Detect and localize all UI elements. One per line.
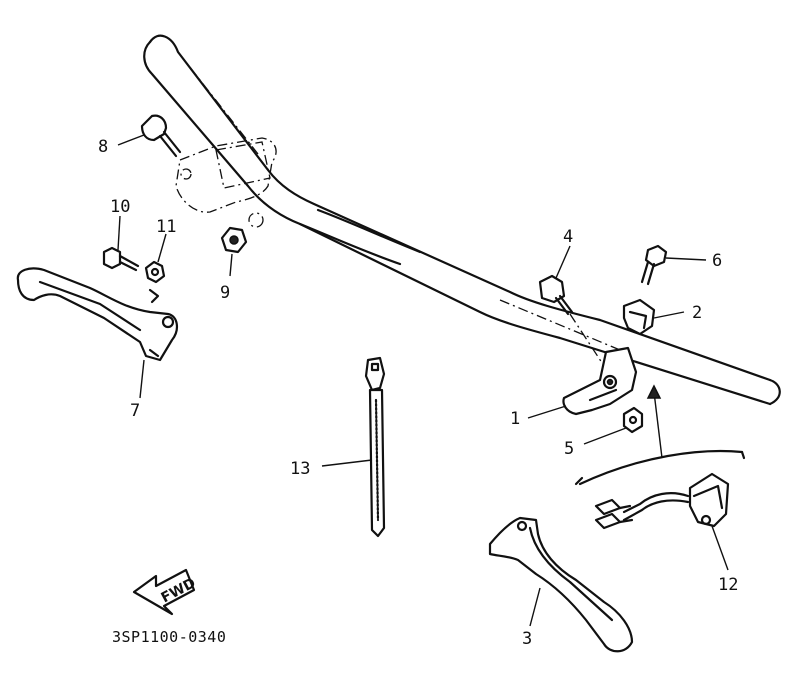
- bolt-4: [538, 274, 574, 316]
- leader-7: [139, 359, 145, 399]
- callout-5: 5: [564, 439, 574, 459]
- callout-2: 2: [692, 303, 702, 323]
- assembly-bracket: [574, 384, 746, 486]
- callout-13: 13: [290, 459, 310, 479]
- lever-holder-1: [562, 346, 638, 416]
- cable-tie-13: [364, 356, 386, 538]
- callout-7: 7: [130, 401, 140, 421]
- nut-5: [622, 406, 644, 434]
- callout-6: 6: [712, 251, 722, 271]
- leader-9: [229, 253, 233, 277]
- nut-11: [144, 260, 166, 304]
- callout-9: 9: [220, 283, 230, 303]
- leader-4: [555, 245, 571, 279]
- leader-6: [665, 257, 707, 261]
- callout-8: 8: [98, 137, 108, 157]
- callout-12: 12: [718, 575, 738, 595]
- leader-11: [157, 233, 167, 263]
- handlebar: [143, 34, 781, 406]
- fwd-arrow-icon: FWD: [132, 568, 198, 616]
- part-code: 3SP1100-0340: [112, 628, 226, 646]
- switch-12: [594, 472, 730, 530]
- nut-9: [220, 226, 248, 254]
- leader-5: [583, 427, 627, 445]
- callout-10: 10: [110, 197, 130, 217]
- leader-12: [711, 525, 729, 571]
- left-lever-holder: [175, 137, 277, 228]
- leader-3: [529, 587, 541, 627]
- bolt-6: [640, 244, 668, 286]
- leader-13: [321, 459, 373, 467]
- callout-1: 1: [510, 409, 520, 429]
- leader-1: [527, 405, 567, 419]
- axis-4: [569, 313, 609, 373]
- bolt-8: [140, 114, 182, 158]
- callout-4: 4: [563, 227, 573, 247]
- leader-8: [117, 134, 145, 146]
- leader-10: [117, 215, 121, 251]
- clamp-2: [622, 298, 656, 336]
- bolt-10: [102, 246, 140, 272]
- right-lever-3: [488, 516, 634, 653]
- leader-2: [653, 311, 685, 319]
- callout-3: 3: [522, 629, 532, 649]
- left-lever-7: [16, 267, 178, 362]
- callout-11: 11: [156, 217, 176, 237]
